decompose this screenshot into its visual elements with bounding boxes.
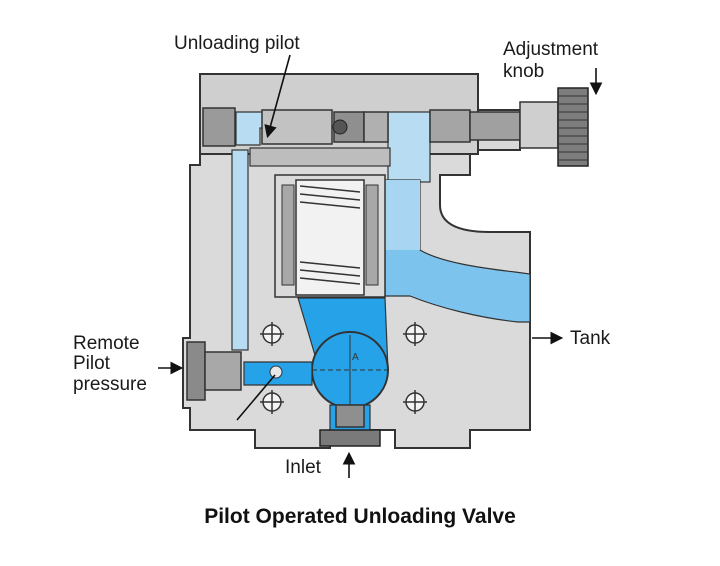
- tank-passage: [384, 179, 531, 323]
- remote-pilot-label-line3: pressure: [73, 374, 147, 395]
- unloading-pilot-leader: [264, 54, 291, 139]
- bolt-holes: [260, 322, 427, 414]
- bolt-hole: [260, 390, 284, 414]
- bolt-hole: [260, 322, 284, 346]
- remote-pilot-leader: [236, 374, 276, 421]
- unloading-pilot-label: Unloading pilot: [174, 33, 300, 54]
- adjustment-knob-label-line1: Adjustment: [503, 39, 599, 60]
- pilot-passage: [231, 111, 431, 351]
- inlet-port: [319, 404, 381, 447]
- remote-pilot-label-line1: Remote: [73, 333, 140, 354]
- diagram-caption: Pilot Operated Unloading Valve: [204, 505, 516, 528]
- spring-chamber: [274, 174, 386, 298]
- svg-text:A: A: [352, 352, 359, 363]
- remote-pilot-label-line2: Pilot: [73, 353, 110, 374]
- bolt-hole: [403, 390, 427, 414]
- bolt-hole: [403, 322, 427, 346]
- tank-label: Tank: [570, 328, 611, 349]
- inlet-label: Inlet: [285, 457, 321, 478]
- adjustment-knob: [469, 87, 589, 167]
- remote-pilot-port: [186, 341, 283, 401]
- leader-lines: [158, 54, 603, 478]
- spring: [299, 185, 361, 285]
- adjustment-knob-label-line2: knob: [503, 61, 545, 82]
